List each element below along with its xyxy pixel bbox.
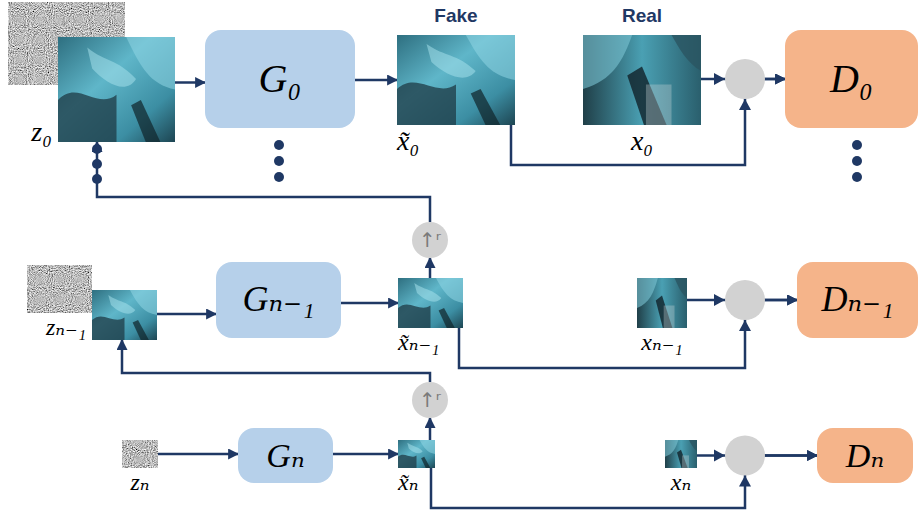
image-node: x̃ₙ [398,440,435,468]
image-node: z₀ [58,37,175,142]
image-heading: Fake [434,6,477,27]
arrow-head [714,294,725,306]
flow-arrow [429,418,432,440]
generator-box: Gₙ [238,428,333,483]
merge-circle [725,280,765,320]
flow-arrow [429,258,432,278]
merge-circle [725,59,765,99]
node-label: Gₙ [266,437,304,474]
flow-arrow [157,313,216,316]
real-image [665,440,697,468]
arrow-head [714,73,725,85]
image-caption: z₀ [31,117,52,148]
flow-arrow [175,81,205,84]
input-image [92,290,157,340]
image-caption: x̃ₙ [398,469,418,495]
image-node: xₙ [665,440,697,468]
image-caption: x₀ [631,126,653,157]
arrow-head [739,476,751,487]
flow-arrow [158,453,238,456]
image-node: Realx₀ [583,35,701,125]
image-node: zₙ₋₁ [92,290,157,340]
flow-arrow [97,142,430,222]
image-caption: zₙ₋₁ [46,314,86,340]
image-caption: zₙ [130,469,149,495]
image-caption: xₙ [671,469,691,495]
image-caption: x̃ₙ₋₁ [398,329,439,355]
image-caption: xₙ₋₁ [641,329,682,355]
image-heading: Real [622,6,662,27]
image-caption: x̃₀ [397,126,419,157]
fake-image [398,440,435,468]
noise-image [122,440,158,468]
fake-image [397,35,515,125]
flow-arrow [341,302,398,305]
node-label: D₀ [830,57,873,101]
discriminator-box: D₀ [785,30,918,128]
node-label: Gₙ₋₁ [242,280,314,320]
input-image [58,37,175,142]
arrow-head [739,320,751,331]
node-label: ↑ʳ [419,230,441,250]
ellipsis-dots [92,140,862,184]
flow-arrow [122,340,430,382]
upsample-circle: ↑ʳ [412,222,448,258]
noise-image [27,265,92,313]
flow-arrow [333,453,398,456]
image-node: Fakex̃₀ [397,35,515,125]
generator-box: G₀ [205,30,355,128]
arrow-head [714,450,725,462]
upsample-circle: ↑ʳ [412,382,448,418]
node-label: Dₙ₋₁ [821,280,893,320]
node-label: Dₙ [846,437,884,474]
discriminator-box: Dₙ₋₁ [797,262,918,338]
real-image [637,278,687,328]
image-node: xₙ₋₁ [637,278,687,328]
node-label: ↑ʳ [419,390,441,410]
image-node: x̃ₙ₋₁ [398,278,463,328]
image-node: zₙ [122,440,158,468]
node-label: G₀ [259,57,302,101]
fake-image [398,278,463,328]
real-image [583,35,701,125]
discriminator-box: Dₙ [817,428,913,483]
flow-arrow [355,79,397,82]
arrow-head [739,99,751,110]
generator-box: Gₙ₋₁ [216,262,341,338]
merge-circle [725,436,765,476]
